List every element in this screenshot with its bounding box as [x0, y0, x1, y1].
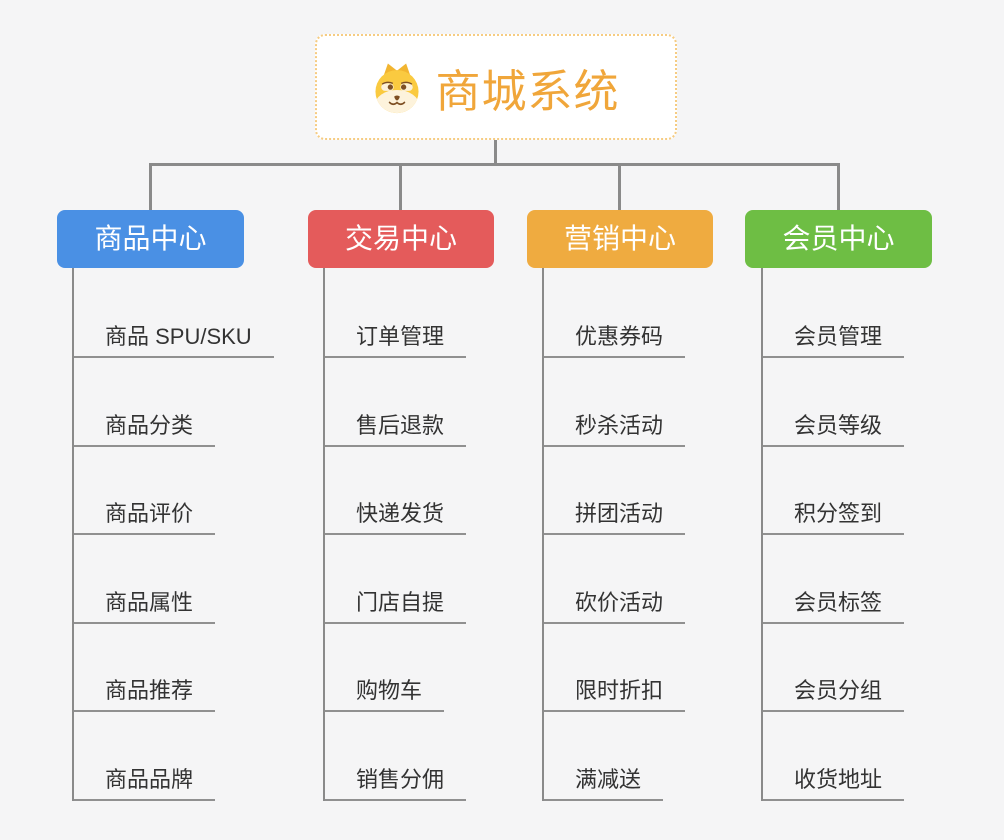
root-topic-title: 商城系统: [435, 65, 620, 117]
child-topic[interactable]: 拼团活动: [544, 491, 686, 535]
child-topic[interactable]: 会员管理: [763, 314, 905, 358]
child-topic[interactable]: 会员等级: [763, 403, 905, 447]
branch-member-center[interactable]: 会员中心: [745, 210, 932, 268]
child-topic[interactable]: 快递发货: [325, 491, 467, 535]
branch-trade-children: 订单管理 售后退款 快递发货 门店自提 购物车 销售分佣: [323, 268, 467, 801]
child-topic[interactable]: 订单管理: [325, 314, 467, 358]
child-topic[interactable]: 门店自提: [325, 580, 467, 624]
child-topic[interactable]: 销售分佣: [325, 757, 467, 801]
branch-marketing-center[interactable]: 营销中心: [527, 210, 713, 268]
child-topic[interactable]: 收货地址: [763, 757, 905, 801]
child-topic[interactable]: 商品 SPU/SKU: [74, 314, 274, 358]
child-topic[interactable]: 优惠券码: [544, 314, 686, 358]
child-topic[interactable]: 会员分组: [763, 668, 905, 712]
child-topic[interactable]: 积分签到: [763, 491, 905, 535]
child-topic[interactable]: 商品品牌: [74, 757, 216, 801]
child-topic[interactable]: 满减送: [544, 757, 664, 801]
child-topic[interactable]: 秒杀活动: [544, 403, 686, 447]
connector-drop-branch-3: [618, 163, 621, 210]
connector-drop-branch-1: [149, 163, 152, 210]
branch-product-center[interactable]: 商品中心: [57, 210, 244, 268]
branch-member-children: 会员管理 会员等级 积分签到 会员标签 会员分组 收货地址: [761, 268, 905, 801]
child-topic[interactable]: 砍价活动: [544, 580, 686, 624]
child-topic[interactable]: 商品推荐: [74, 668, 216, 712]
child-topic[interactable]: 商品评价: [74, 491, 216, 535]
branch-product-children: 商品 SPU/SKU 商品分类 商品评价 商品属性 商品推荐 商品品牌: [72, 268, 274, 801]
connector-drop-branch-2: [399, 163, 402, 210]
connector-horizontal-rail: [149, 163, 840, 166]
child-topic[interactable]: 限时折扣: [544, 668, 686, 712]
child-topic[interactable]: 会员标签: [763, 580, 905, 624]
connector-drop-branch-4: [837, 163, 840, 210]
connector-root-stub: [494, 140, 497, 166]
child-topic[interactable]: 购物车: [325, 668, 445, 712]
child-topic[interactable]: 商品属性: [74, 580, 216, 624]
branch-trade-center[interactable]: 交易中心: [308, 210, 494, 268]
root-topic-mall-system[interactable]: 商城系统: [315, 34, 677, 140]
child-topic[interactable]: 售后退款: [325, 403, 467, 447]
branch-marketing-children: 优惠券码 秒杀活动 拼团活动 砍价活动 限时折扣 满减送: [542, 268, 686, 801]
dog-face-icon: [375, 62, 420, 113]
child-topic[interactable]: 商品分类: [74, 403, 216, 447]
